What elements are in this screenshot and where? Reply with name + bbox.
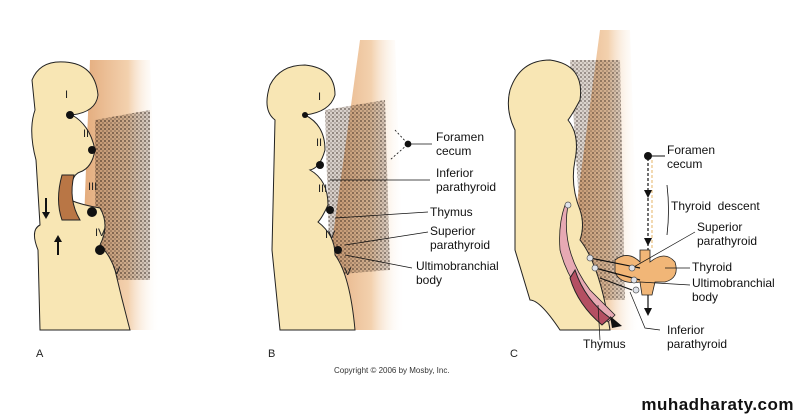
arch-label: IV: [95, 227, 106, 239]
watermark: muhadharaty.com: [641, 395, 794, 414]
panel-b: I II III IV V Foramen cecum Inferior par…: [266, 40, 499, 360]
copyright: Copyright © 2006 by Mosby, Inc.: [334, 366, 450, 375]
label-foramen-cecum-c-2: cecum: [667, 157, 702, 171]
label-superior-parathyroid-c-2: parathyroid: [697, 234, 757, 248]
label-ultimobranchial-b: Ultimobranchial: [416, 259, 499, 273]
label-ultimobranchial-c: Ultimobranchial: [692, 276, 775, 290]
arch-label: II: [83, 128, 89, 140]
panel-c: Foramen cecum Thyroid descent Superior p…: [507, 30, 775, 360]
arch-label: V: [344, 266, 352, 278]
arch-label: IV: [325, 229, 336, 241]
label-thymus-c: Thymus: [583, 337, 626, 351]
label-foramen-cecum-b: Foramen: [436, 130, 484, 144]
arch-label: V: [113, 265, 121, 277]
label-superior-parathyroid-c: Superior: [697, 220, 742, 234]
panel-a: I II III IV V A: [31, 60, 160, 360]
arch-label: III: [318, 183, 327, 195]
arch-label: I: [65, 89, 68, 101]
label-foramen-cecum-c: Foramen: [667, 143, 715, 157]
arch-label: I: [318, 91, 321, 103]
label-inferior-parathyroid-c: Inferior: [667, 323, 704, 337]
label-ultimobranchial-b-2: body: [416, 273, 442, 287]
label-thyroid: Thyroid: [692, 260, 732, 274]
arch-label: III: [88, 181, 97, 193]
label-ultimobranchial-c-2: body: [692, 290, 718, 304]
label-inferior-parathyroid-b-2: parathyroid: [436, 180, 496, 194]
label-foramen-cecum-b-2: cecum: [436, 144, 471, 158]
label-superior-parathyroid-b-2: parathyroid: [430, 238, 490, 252]
panel-label-c: C: [510, 348, 518, 360]
panel-label-a: A: [36, 348, 44, 360]
label-thymus-b: Thymus: [430, 205, 473, 219]
label-thyroid-descent: Thyroid descent: [671, 199, 760, 213]
arch-label: II: [316, 137, 322, 149]
panel-label-b: B: [268, 348, 275, 360]
label-inferior-parathyroid-b: Inferior: [436, 166, 473, 180]
label-inferior-parathyroid-c-2: parathyroid: [667, 337, 727, 351]
label-superior-parathyroid-b: Superior: [430, 224, 475, 238]
